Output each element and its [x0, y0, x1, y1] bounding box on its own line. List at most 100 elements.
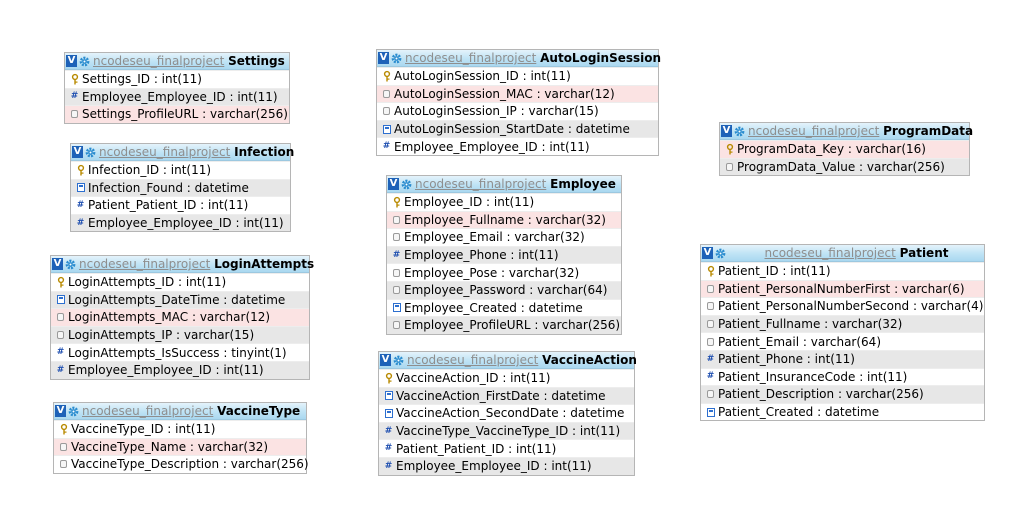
- collapse-toggle-icon[interactable]: V: [378, 52, 389, 64]
- column-row[interactable]: LoginAttempts_MAC : varchar(12): [51, 308, 309, 326]
- column-row[interactable]: Settings_ProfileURL : varchar(256): [65, 105, 289, 123]
- table-name[interactable]: LoginAttempts: [214, 257, 315, 271]
- table-name[interactable]: VaccineAction: [542, 353, 637, 367]
- collapse-toggle-icon[interactable]: V: [388, 178, 399, 190]
- database-name-link[interactable]: ncodeseu_finalproject: [415, 177, 547, 191]
- column-row[interactable]: Patient_Fullname : varchar(32): [701, 314, 984, 333]
- column-row[interactable]: #Employee_Employee_ID : int(11): [377, 137, 658, 155]
- gear-icon[interactable]: [85, 147, 96, 158]
- collapse-toggle-icon[interactable]: V: [72, 146, 83, 158]
- column-row[interactable]: #Employee_Employee_ID : int(11): [51, 360, 309, 379]
- column-row[interactable]: ProgramData_Value : varchar(256): [720, 157, 969, 176]
- column-row[interactable]: LoginAttempts_ID : int(11): [51, 273, 309, 291]
- collapse-toggle-icon[interactable]: V: [380, 354, 391, 366]
- column-row[interactable]: #Employee_Employee_ID : int(11): [379, 456, 634, 475]
- gear-icon[interactable]: [391, 53, 402, 64]
- collapse-toggle-icon[interactable]: V: [52, 258, 63, 270]
- column-row[interactable]: Infection_ID : int(11): [71, 161, 290, 179]
- column-row[interactable]: AutoLoginSession_ID : int(11): [377, 67, 658, 85]
- gear-icon[interactable]: [393, 355, 404, 366]
- table-name[interactable]: Employee: [550, 177, 616, 191]
- table-name[interactable]: Patient: [899, 246, 949, 260]
- column-row[interactable]: VaccineAction_FirstDate : datetime: [379, 386, 634, 405]
- column-row[interactable]: ProgramData_Key : varchar(16): [720, 140, 969, 158]
- column-row[interactable]: VaccineType_ID : int(11): [54, 420, 306, 438]
- column-row[interactable]: #Employee_Phone : int(11): [387, 245, 621, 264]
- database-name-link[interactable]: ncodeseu_finalproject: [748, 124, 880, 138]
- column-row[interactable]: Employee_Fullname : varchar(32): [387, 210, 621, 229]
- database-name-link[interactable]: ncodeseu_finalproject: [99, 145, 231, 159]
- column-row[interactable]: #LoginAttempts_IsSuccess : tinyint(1): [51, 343, 309, 361]
- column-row[interactable]: #VaccineType_VaccineType_ID : int(11): [379, 421, 634, 440]
- collapse-toggle-icon[interactable]: V: [55, 405, 66, 417]
- column-row[interactable]: Patient_ID : int(11): [701, 262, 984, 280]
- database-name-link[interactable]: ncodeseu_finalproject: [407, 353, 539, 367]
- column-row[interactable]: Patient_Email : varchar(64): [701, 332, 984, 350]
- column-row[interactable]: VaccineAction_ID : int(11): [379, 369, 634, 387]
- column-row[interactable]: #Patient_Patient_ID : int(11): [379, 439, 634, 457]
- column-row[interactable]: Employee_Password : varchar(64): [387, 280, 621, 299]
- column-row[interactable]: Settings_ID : int(11): [65, 70, 289, 88]
- column-row[interactable]: #Employee_Employee_ID : int(11): [65, 87, 289, 106]
- column-row[interactable]: Employee_Pose : varchar(32): [387, 263, 621, 281]
- gear-icon[interactable]: [715, 248, 726, 259]
- column-row[interactable]: VaccineType_Description : varchar(256): [54, 455, 309, 473]
- gear-icon[interactable]: [734, 126, 745, 137]
- column-row[interactable]: Patient_Description : varchar(256): [701, 385, 984, 403]
- column-row[interactable]: AutoLoginSession_IP : varchar(15): [377, 102, 658, 120]
- column-row[interactable]: Infection_Found : datetime: [71, 178, 290, 197]
- column-row[interactable]: Employee_Created : datetime: [387, 298, 621, 317]
- column-row[interactable]: Employee_Email : varchar(32): [387, 228, 621, 246]
- column-row[interactable]: Patient_PersonalNumberFirst : varchar(6): [701, 279, 984, 298]
- table-name[interactable]: Infection: [234, 145, 295, 159]
- table-name[interactable]: VaccineType: [217, 404, 301, 418]
- column-row[interactable]: AutoLoginSession_StartDate : datetime: [377, 119, 658, 138]
- column-row[interactable]: LoginAttempts_DateTime : datetime: [51, 290, 309, 309]
- column-row[interactable]: Employee_ProfileURL : varchar(256): [387, 316, 621, 334]
- database-name-link[interactable]: ncodeseu_finalproject: [764, 246, 896, 260]
- column-row[interactable]: Employee_ID : int(11): [387, 193, 621, 211]
- column-row[interactable]: AutoLoginSession_MAC : varchar(12): [377, 84, 658, 103]
- column-row[interactable]: #Employee_Employee_ID : int(11): [71, 213, 290, 232]
- database-name-link[interactable]: ncodeseu_finalproject: [405, 51, 537, 65]
- column-row[interactable]: Patient_Created : datetime: [701, 402, 984, 421]
- gear-icon[interactable]: [68, 406, 79, 417]
- table-name[interactable]: ProgramData: [883, 124, 974, 138]
- column-row[interactable]: Patient_PersonalNumberSecond : varchar(4…: [701, 297, 984, 315]
- gear-icon[interactable]: [79, 56, 90, 67]
- gear-icon[interactable]: [65, 259, 76, 270]
- collapse-toggle-icon[interactable]: V: [702, 247, 713, 259]
- table-name[interactable]: Settings: [228, 54, 285, 68]
- database-name-link[interactable]: ncodeseu_finalproject: [82, 404, 214, 418]
- database-name-link[interactable]: ncodeseu_finalproject: [93, 54, 225, 68]
- collapse-toggle-icon[interactable]: V: [721, 125, 732, 137]
- column-row[interactable]: LoginAttempts_IP : varchar(15): [51, 325, 309, 344]
- column-row[interactable]: VaccineAction_SecondDate : datetime: [379, 404, 634, 422]
- column-row[interactable]: #Patient_InsuranceCode : int(11): [701, 367, 984, 386]
- table-name[interactable]: AutoLoginSession: [540, 51, 662, 65]
- column-row[interactable]: VaccineType_Name : varchar(32): [54, 437, 306, 456]
- column-row[interactable]: #Patient_Phone : int(11): [701, 349, 984, 368]
- column-row[interactable]: #Patient_Patient_ID : int(11): [71, 196, 290, 214]
- database-name-link[interactable]: ncodeseu_finalproject: [79, 257, 211, 271]
- collapse-toggle-icon[interactable]: V: [66, 55, 77, 67]
- gear-icon[interactable]: [401, 179, 412, 190]
